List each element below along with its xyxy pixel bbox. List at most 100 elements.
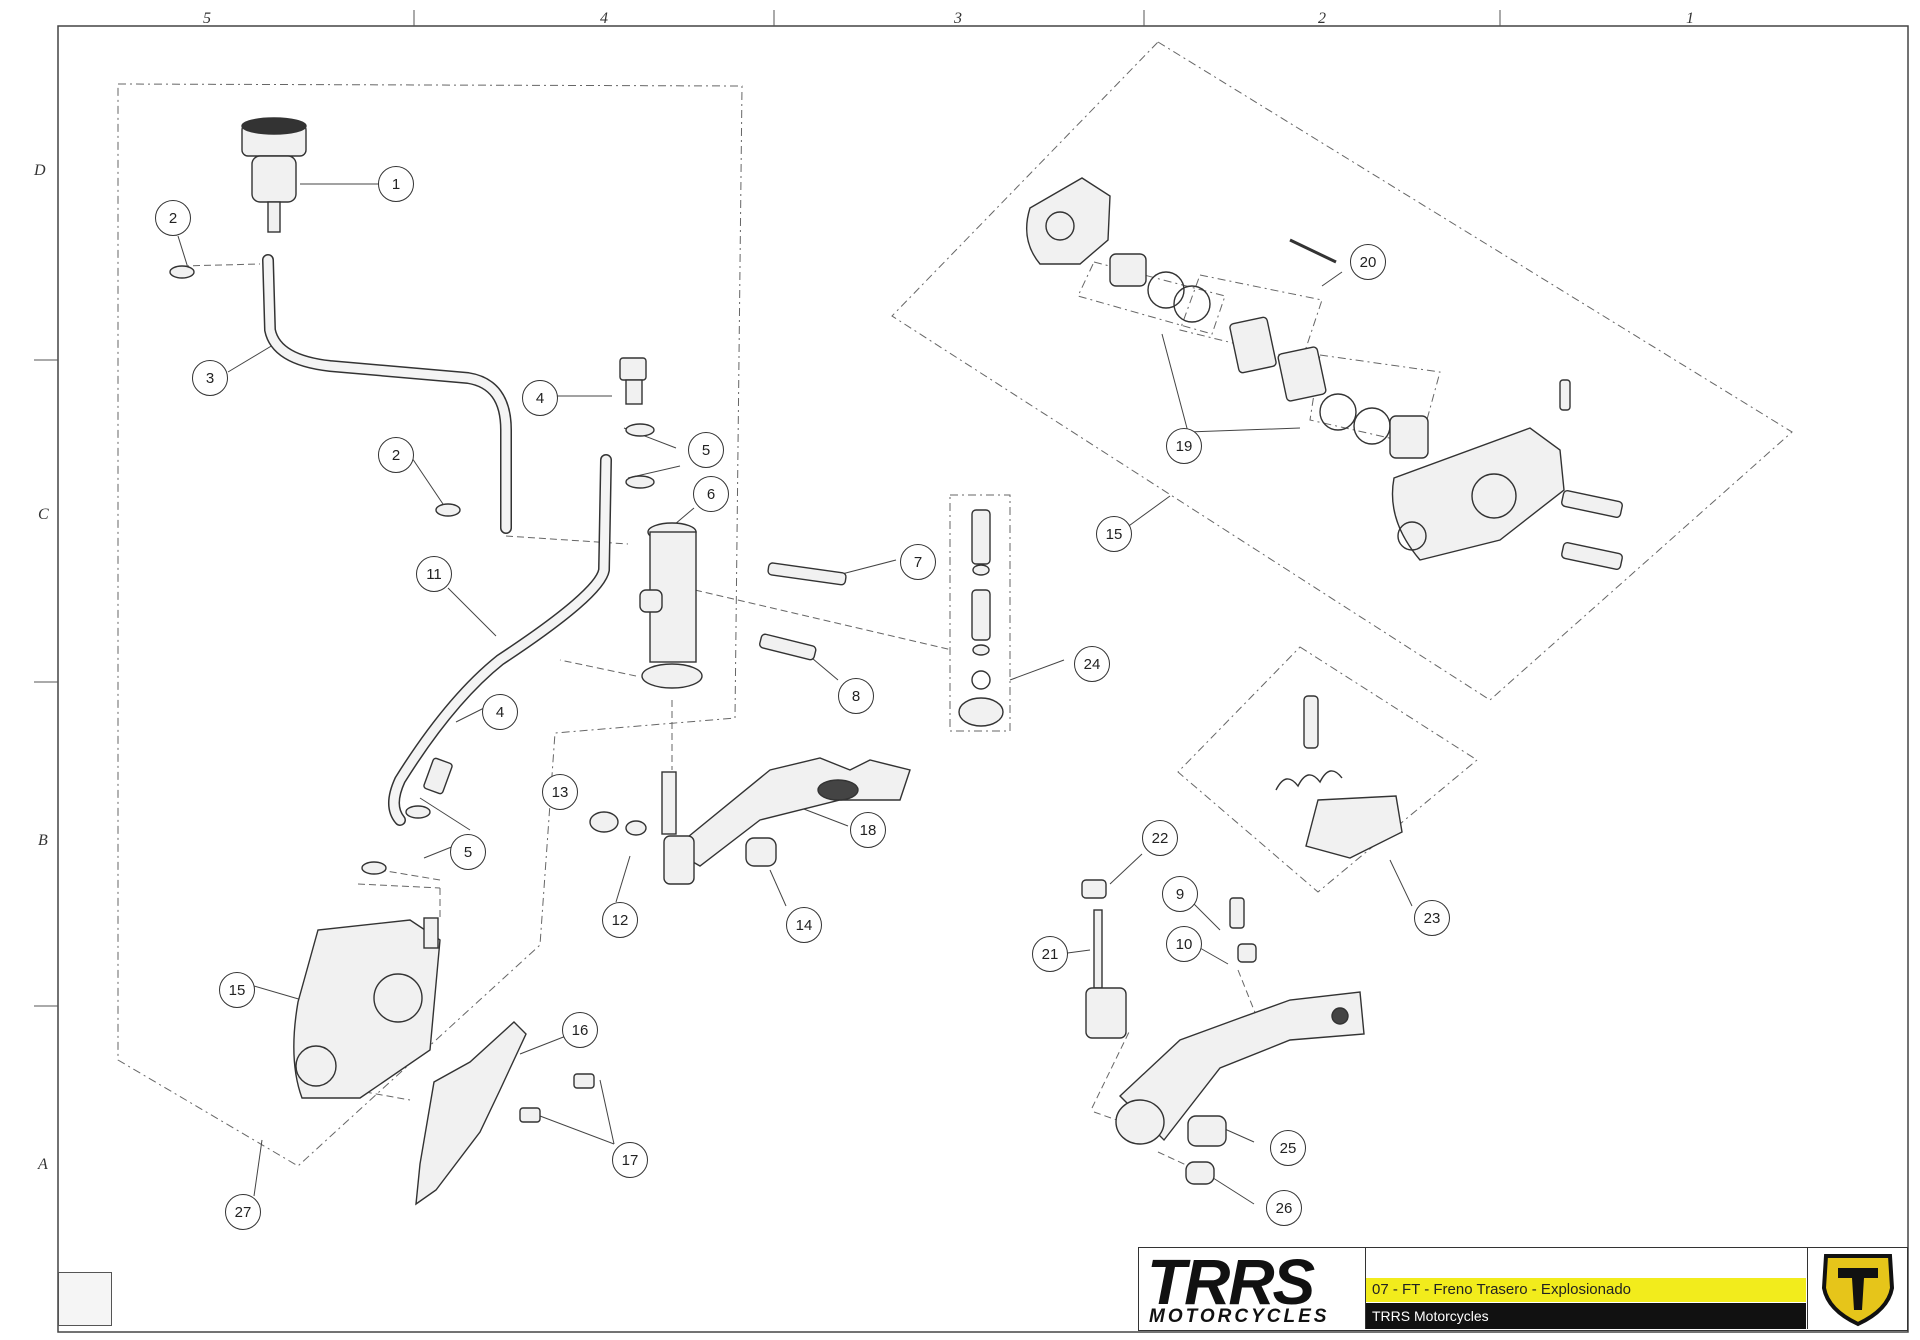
seal: [1319, 393, 1357, 431]
callout-part-6: 6: [693, 476, 729, 512]
grid-column-label: 1: [1686, 10, 1694, 27]
bolt: [519, 1107, 541, 1123]
assembly-axes: [181, 263, 1259, 1177]
washer: [625, 820, 647, 836]
parts: [169, 117, 1623, 1206]
master-cylinder: [639, 522, 703, 689]
rear-caliper: [293, 917, 441, 1099]
bolt-short: [759, 633, 817, 661]
right-brake-pedal: [1115, 991, 1365, 1145]
callout-part-4: 4: [522, 380, 558, 416]
grid-column-label: 2: [1318, 10, 1326, 27]
brake-pad: [1277, 346, 1327, 402]
pad-pin: [1289, 238, 1337, 264]
grid-row-label: D: [34, 162, 46, 179]
trrs-t-badge-icon: [1821, 1254, 1895, 1327]
brake-fluid-reservoir: [241, 117, 307, 233]
callout-part-16: 16: [562, 1012, 598, 1048]
seal: [1147, 271, 1185, 309]
washer: [625, 475, 655, 489]
banjo-bolt-top: [619, 357, 647, 405]
callout-part-10: 10: [1166, 926, 1202, 962]
company-name: TRRS Motorcycles: [1366, 1303, 1806, 1329]
callout-part-21: 21: [1032, 936, 1068, 972]
callout-part-26: 26: [1266, 1190, 1302, 1226]
logo-wordmark: TRRS: [1147, 1246, 1315, 1318]
bolt-long: [767, 562, 847, 586]
bushing-26: [1185, 1161, 1215, 1185]
callout-part-13: 13: [542, 774, 578, 810]
home-button[interactable]: [58, 1272, 112, 1326]
callout-part-3: 3: [192, 360, 228, 396]
grid-column-label: 5: [203, 10, 211, 27]
callout-part-23: 23: [1414, 900, 1450, 936]
seal: [1173, 285, 1211, 323]
drawing-title: 07 - FT - Freno Trasero - Explosionado: [1366, 1278, 1806, 1302]
washer: [435, 503, 461, 517]
nut: [1081, 879, 1107, 899]
clevis: [1085, 987, 1127, 1039]
washer: [361, 861, 387, 875]
piston: [1389, 415, 1429, 459]
caliper-upper-half: [1026, 177, 1111, 265]
callout-part-15: 15: [219, 972, 255, 1008]
callout-part-2: 2: [155, 200, 191, 236]
callout-part-5: 5: [450, 834, 486, 870]
callout-part-4: 4: [482, 694, 518, 730]
banjo-bolt-lower: [423, 757, 453, 795]
trrs-logo: TRRS MOTORCYCLES: [1139, 1248, 1366, 1329]
brake-pedal: [661, 757, 911, 885]
bolt: [1229, 897, 1245, 929]
washer: [405, 805, 431, 819]
bleed-screw: [1559, 379, 1571, 411]
callout-part-2: 2: [378, 437, 414, 473]
reservoir-hose: [262, 254, 512, 534]
callout-part-20: 20: [1350, 244, 1386, 280]
footrest: [1305, 795, 1403, 859]
caliper-bolt: [1561, 489, 1623, 519]
caliper-bolt: [1561, 541, 1623, 571]
clevis-rod: [1093, 909, 1103, 989]
reservoir-hose-inner: [263, 255, 511, 533]
grid-ticks: [34, 10, 1501, 1007]
bushing: [589, 811, 619, 833]
brake-pad: [1229, 316, 1277, 374]
footrest-pin: [1303, 695, 1319, 749]
grid-row-label: C: [38, 506, 49, 523]
callout-part-27: 27: [225, 1194, 261, 1230]
grid-row-label: A: [38, 1156, 48, 1173]
callout-part-5: 5: [688, 432, 724, 468]
callout-part-12: 12: [602, 902, 638, 938]
washer: [625, 423, 655, 437]
callout-part-11: 11: [416, 556, 452, 592]
callout-part-14: 14: [786, 907, 822, 943]
washer: [169, 265, 195, 279]
grid-row-label: B: [38, 832, 48, 849]
piston-kit: [958, 509, 1004, 727]
grid-column-label: 4: [600, 10, 608, 27]
callout-part-18: 18: [850, 812, 886, 848]
caliper-lower-half: [1391, 427, 1565, 561]
title-block: TRRS MOTORCYCLES 07 - FT - Freno Trasero…: [1138, 1247, 1908, 1331]
callout-part-7: 7: [900, 544, 936, 580]
footrest-spring: [1275, 770, 1343, 791]
trrs-badge: [1807, 1248, 1908, 1329]
callout-part-25: 25: [1270, 1130, 1306, 1166]
callout-part-17: 17: [612, 1142, 648, 1178]
piston: [1109, 253, 1147, 287]
bolt: [573, 1073, 595, 1089]
callout-part-19: 19: [1166, 428, 1202, 464]
drawing-frame: [57, 25, 1909, 1333]
brake-hose-inner: [389, 455, 611, 825]
grid-column-label: 3: [954, 10, 962, 27]
callout-part-1: 1: [378, 166, 414, 202]
callout-part-22: 22: [1142, 820, 1178, 856]
callout-part-15: 15: [1096, 516, 1132, 552]
bushing-25: [1187, 1115, 1227, 1147]
bushing-14: [745, 837, 777, 867]
logo-subtitle: MOTORCYCLES: [1149, 1306, 1330, 1327]
callout-part-8: 8: [838, 678, 874, 714]
callout-part-24: 24: [1074, 646, 1110, 682]
seal: [1353, 407, 1391, 445]
